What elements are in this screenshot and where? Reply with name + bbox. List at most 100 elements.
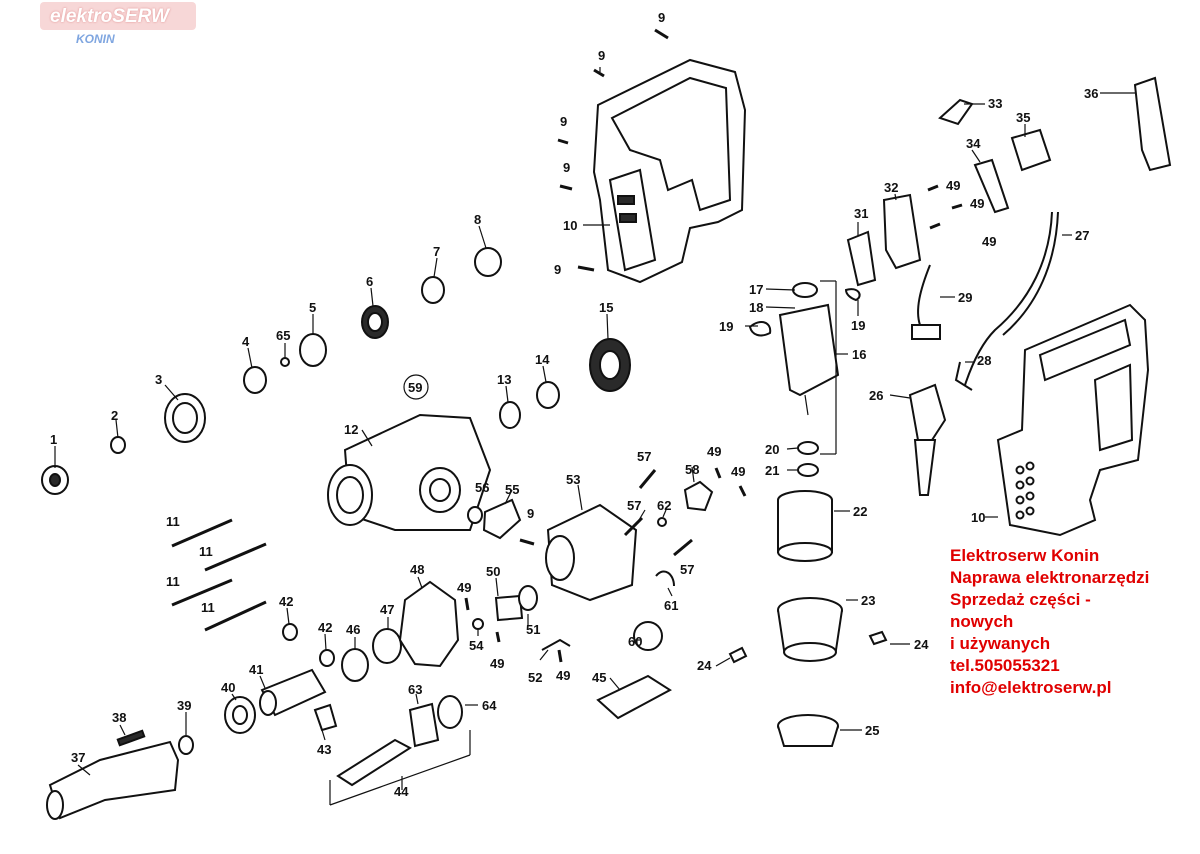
part-4	[243, 366, 267, 394]
label-23: 23	[861, 593, 875, 608]
part-13	[499, 401, 521, 429]
part-number-labels: 1 2 3 4 5 6 7 8 9 9 9 9 9 9 10 10 11 11 …	[50, 10, 1098, 799]
label-64: 64	[482, 698, 497, 713]
part-40	[224, 696, 256, 734]
part-26	[908, 383, 947, 496]
part-34	[973, 158, 1010, 214]
company-phone: tel.505055321	[950, 656, 1060, 675]
brand-logo: elektroSERW KONIN	[40, 2, 196, 46]
label-17: 17	[749, 282, 763, 297]
label-1: 1	[50, 432, 57, 447]
label-28: 28	[977, 353, 991, 368]
part-46	[341, 648, 369, 682]
stator-22	[777, 490, 833, 562]
part-63	[408, 702, 440, 748]
label-48: 48	[410, 562, 424, 577]
label-39: 39	[177, 698, 191, 713]
label-63: 63	[408, 682, 422, 697]
label-49a: 49	[457, 580, 471, 595]
label-22: 22	[853, 504, 867, 519]
label-54: 54	[469, 638, 484, 653]
label-27: 27	[1075, 228, 1089, 243]
label-19a: 19	[719, 319, 733, 334]
label-42a: 42	[279, 594, 293, 609]
label-50: 50	[486, 564, 500, 579]
label-57c: 57	[680, 562, 694, 577]
label-11b: 11	[199, 544, 213, 559]
part-19-right	[844, 288, 861, 302]
label-25: 25	[865, 723, 879, 738]
screw-parts-9	[519, 28, 669, 546]
label-61: 61	[664, 598, 678, 613]
label-24a: 24	[697, 658, 712, 673]
part-54	[472, 618, 484, 630]
label-9e: 9	[554, 262, 561, 277]
label-62: 62	[657, 498, 671, 513]
part-62	[657, 517, 667, 527]
part-19-left	[748, 321, 772, 337]
label-47: 47	[380, 602, 394, 617]
part-42-left	[282, 623, 298, 641]
label-58: 58	[685, 462, 699, 477]
company-name: Elektroserw Konin	[950, 546, 1100, 565]
part-1	[41, 465, 69, 495]
label-5: 5	[309, 300, 316, 315]
company-sales-new: nowych	[950, 612, 1014, 631]
part-8	[474, 247, 502, 277]
label-46: 46	[346, 622, 360, 637]
part-7	[421, 276, 445, 304]
label-31: 31	[854, 206, 868, 221]
label-33: 33	[988, 96, 1002, 111]
cable-27	[964, 211, 1053, 386]
label-18: 18	[749, 300, 763, 315]
company-email: info@elektroserw.pl	[950, 678, 1112, 697]
housing-half-rear	[592, 58, 747, 284]
logo-main-text: elektroSERW	[50, 6, 169, 27]
label-49d: 49	[707, 444, 721, 459]
part-35	[1010, 128, 1052, 172]
label-13: 13	[497, 372, 511, 387]
label-10b: 10	[971, 510, 985, 525]
logo-sub-text: KONIN	[76, 32, 115, 46]
label-2: 2	[111, 408, 118, 423]
label-40: 40	[221, 680, 235, 695]
part-44	[329, 730, 471, 806]
company-service: Naprawa elektronarzędzi	[950, 568, 1150, 587]
label-9c: 9	[560, 114, 567, 129]
part-6	[361, 305, 389, 339]
label-65: 65	[276, 328, 290, 343]
part-53	[545, 503, 638, 602]
part-52	[541, 638, 571, 651]
part-51	[518, 585, 538, 611]
leader-lines	[54, 67, 1135, 790]
part-60	[633, 621, 663, 651]
gear-housing	[327, 413, 492, 531]
part-23	[777, 597, 843, 662]
label-45: 45	[592, 670, 606, 685]
label-32: 32	[884, 180, 898, 195]
bolt-parts-11	[171, 518, 267, 632]
part-5	[299, 333, 327, 367]
company-sales: Sprzedaż części -	[950, 590, 1091, 609]
company-info: Elektroserw Konin Naprawa elektronarzędz…	[950, 545, 1195, 699]
logo-badge	[40, 2, 196, 30]
label-9d: 9	[563, 160, 570, 175]
part-2	[110, 436, 126, 454]
label-6: 6	[366, 274, 373, 289]
label-55: 55	[505, 482, 519, 497]
label-15: 15	[599, 300, 613, 315]
part-58	[683, 480, 714, 512]
label-59: 59	[408, 380, 422, 395]
label-38: 38	[112, 710, 126, 725]
part-36	[1133, 76, 1172, 172]
label-51: 51	[526, 622, 540, 637]
label-56: 56	[475, 480, 489, 495]
label-59-circle	[403, 374, 429, 400]
label-4: 4	[242, 334, 250, 349]
label-43: 43	[317, 742, 331, 757]
label-37: 37	[71, 750, 85, 765]
part-15	[589, 338, 631, 392]
label-49g: 49	[970, 196, 984, 211]
part-32	[882, 193, 922, 270]
part-3	[164, 393, 206, 443]
